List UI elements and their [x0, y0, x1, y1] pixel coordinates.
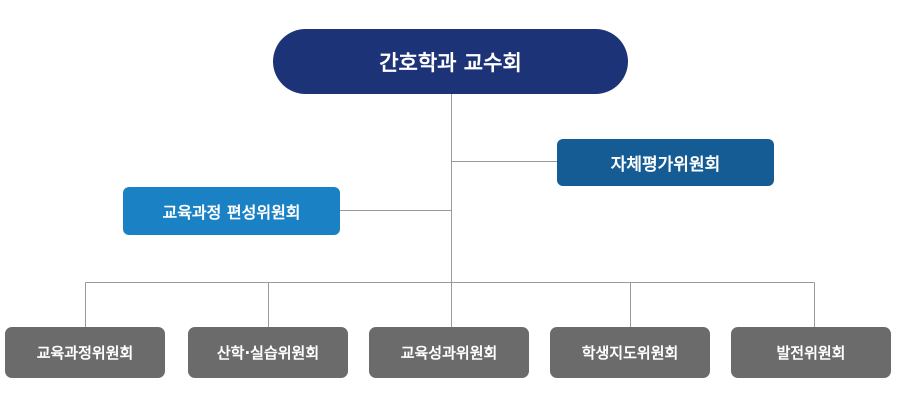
subcommittee-label: 교육과정위원회: [36, 344, 134, 362]
subcommittee-node-industry-practice: 산학·실습위원회: [188, 327, 348, 378]
subcommittee-node-curriculum: 교육과정위원회: [5, 327, 165, 378]
subcommittee-label: 발전위원회: [776, 344, 846, 362]
subcommittee-label: 학생지도위원회: [581, 344, 679, 362]
root-node-faculty-council: 간호학과 교수회: [273, 29, 628, 94]
self-evaluation-committee-node: 자체평가위원회: [557, 139, 774, 186]
self-evaluation-committee-label: 자체평가위원회: [610, 155, 721, 175]
curriculum-organizing-committee-label: 교육과정 편성위원회: [162, 203, 301, 222]
subcommittee-label: 교육성과위원회: [400, 344, 498, 362]
subcommittee-node-development: 발전위원회: [731, 327, 891, 378]
subcommittee-label: 산학·실습위원회: [216, 344, 320, 362]
subcommittee-node-educational-outcomes: 교육성과위원회: [369, 327, 529, 378]
root-node-label: 간호학과 교수회: [379, 50, 522, 75]
subcommittee-node-student-guidance: 학생지도위원회: [550, 327, 710, 378]
curriculum-organizing-committee-node: 교육과정 편성위원회: [123, 187, 340, 235]
